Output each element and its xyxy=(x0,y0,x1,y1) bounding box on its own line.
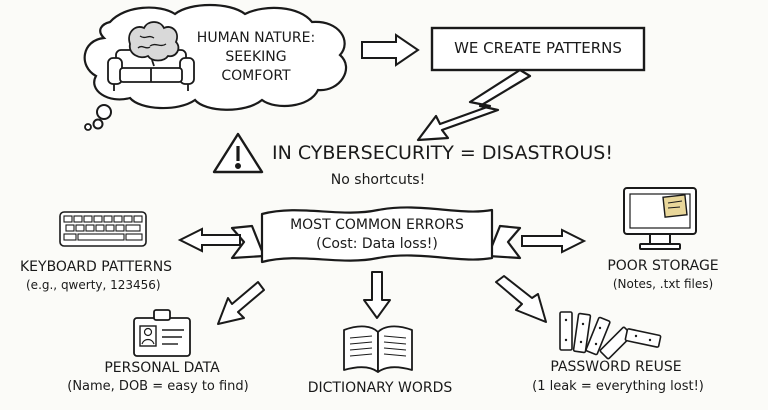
poor-storage-title: POOR STORAGE xyxy=(607,258,719,274)
arrow-to-patterns xyxy=(361,33,420,67)
banner-line-2: (Cost: Data loss!) xyxy=(316,236,438,252)
monitor-icon xyxy=(623,187,697,250)
arrow-to-reuse xyxy=(495,275,547,323)
patterns-box-frame xyxy=(430,26,646,72)
warning-icon xyxy=(212,132,264,174)
dominoes-icon xyxy=(559,311,662,360)
keyboard-patterns-title: KEYBOARD PATTERNS xyxy=(20,259,173,275)
keyboard-icon xyxy=(59,211,147,247)
warning-title: IN CYBERSECURITY = DISASTROUS! xyxy=(272,142,613,164)
thought-bubble-small xyxy=(84,123,92,131)
thought-line-2: SEEKING xyxy=(225,49,287,65)
banner-line-1: MOST COMMON ERRORS xyxy=(290,217,464,233)
errors-banner-ribbon xyxy=(230,206,522,264)
sticky-note-icon xyxy=(662,194,688,218)
arrow-to-keyboard xyxy=(177,227,241,253)
arrow-to-dictionary xyxy=(363,271,391,319)
warning-subtitle: No shortcuts! xyxy=(330,172,426,188)
keyboard-patterns-detail: (e.g., qwerty, 123456) xyxy=(26,278,161,292)
personal-data-title: PERSONAL DATA xyxy=(104,360,220,376)
patterns-box-label: WE CREATE PATTERNS xyxy=(454,39,622,57)
thought-line-3: COMFORT xyxy=(221,68,291,84)
thought-bubble-medium xyxy=(92,118,104,130)
thought-line-1: HUMAN NATURE: xyxy=(196,30,316,46)
brain-icon xyxy=(128,21,180,67)
poor-storage-detail: (Notes, .txt files) xyxy=(612,277,714,291)
password-reuse-detail: (1 leak = everything lost!) xyxy=(532,379,704,394)
thought-bubble-large xyxy=(96,104,112,120)
zigzag-arrow xyxy=(416,68,532,142)
password-reuse-title: PASSWORD REUSE xyxy=(550,359,682,375)
dictionary-words-title: DICTIONARY WORDS xyxy=(307,380,453,396)
open-book-icon xyxy=(343,325,413,373)
arrow-to-personal xyxy=(217,281,265,325)
id-badge-icon xyxy=(133,309,191,357)
personal-data-detail: (Name, DOB = easy to find) xyxy=(67,379,249,394)
arrow-to-storage xyxy=(521,228,587,254)
